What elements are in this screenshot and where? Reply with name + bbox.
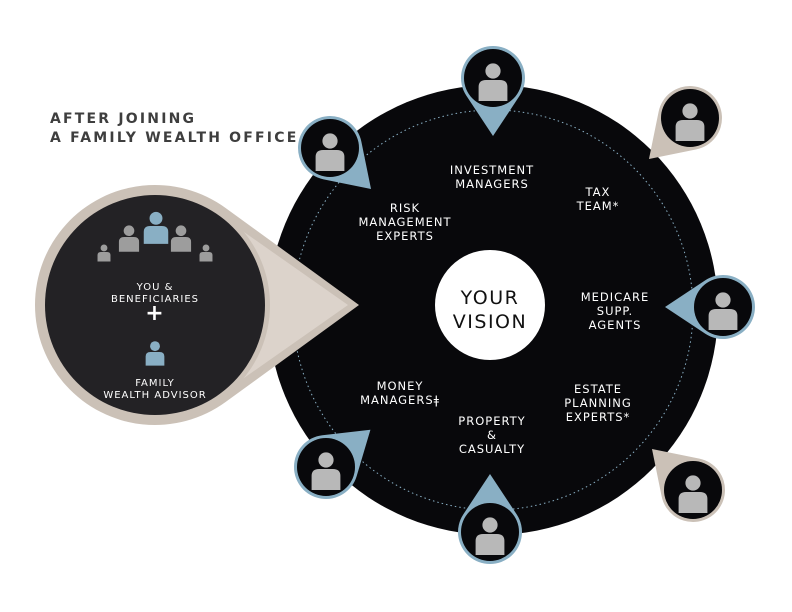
label-line: INVESTMENT <box>449 163 535 177</box>
your-vision-label: YOUR VISION <box>453 286 527 334</box>
label-line: MONEY <box>376 379 424 393</box>
page-title: AFTER JOINING A FAMILY WEALTH OFFICE <box>50 110 298 148</box>
label-line: & <box>487 428 497 442</box>
specialist-pin <box>665 275 755 339</box>
person-icon <box>315 133 345 171</box>
investment-managers-label: INVESTMENT MANAGERS <box>450 163 534 191</box>
label-line: MANAGERS <box>455 177 529 191</box>
advisor-line-1: FAMILY <box>135 378 175 389</box>
specialist-pin <box>461 46 525 136</box>
label-line: TEAM* <box>576 199 620 213</box>
person-icon <box>708 292 738 330</box>
label-line: CASUALTY <box>458 442 526 456</box>
specialist-pin <box>294 429 371 499</box>
client-circle <box>45 195 265 415</box>
beneficiary-icon <box>118 225 140 252</box>
estate-planning-experts-label: ESTATE PLANNING EXPERTS* <box>564 382 632 424</box>
vision-line-1: YOUR <box>460 287 520 309</box>
family-wealth-advisor-label: FAMILY WEALTH ADVISOR <box>103 378 206 402</box>
beneficiary-icon <box>170 225 192 252</box>
specialist-pins <box>294 46 755 564</box>
group-line-2: BENEFICIARIES <box>110 294 200 305</box>
person-icon <box>475 517 505 555</box>
label-line: MANAGEMENT <box>358 215 452 229</box>
specialist-pin <box>298 116 372 190</box>
specialist-pin <box>458 474 522 564</box>
title-line-1: AFTER JOINING <box>50 111 197 127</box>
you-beneficiaries-label: YOU & BENEFICIARIES <box>111 282 199 306</box>
label-line: RISK <box>389 201 421 215</box>
specialist-pin <box>651 448 725 522</box>
title-line-2: A FAMILY WEALTH OFFICE <box>50 130 299 146</box>
person-icon <box>678 475 708 513</box>
client-pin <box>35 185 360 425</box>
person-icon <box>675 103 705 141</box>
group-line-1: YOU & <box>136 282 174 293</box>
vision-line-2: VISION <box>452 311 528 333</box>
you-person-icon <box>143 211 169 244</box>
person-icon <box>478 63 508 101</box>
money-managers-label: MONEY MANAGERSǂ <box>360 379 440 407</box>
label-line: TAX <box>585 185 611 199</box>
property-casualty-label: PROPERTY & CASUALTY <box>458 414 525 456</box>
label-line: SUPP. <box>596 304 634 318</box>
beneficiary-icon <box>199 244 213 262</box>
label-line: PROPERTY <box>458 414 526 428</box>
label-line: EXPERTS <box>376 229 434 243</box>
specialist-pin <box>648 86 722 160</box>
label-line: AGENTS <box>588 318 642 332</box>
label-line: MANAGERSǂ <box>360 393 440 407</box>
advisor-line-2: WEALTH ADVISOR <box>103 390 207 401</box>
label-line: ESTATE <box>574 382 622 396</box>
beneficiary-icon <box>97 244 111 262</box>
center-circle <box>435 250 545 360</box>
plus-icon: + <box>145 301 165 326</box>
tax-team-label: TAX TEAM* <box>577 185 620 213</box>
label-line: PLANNING <box>564 396 632 410</box>
risk-management-experts-label: RISK MANAGEMENT EXPERTS <box>358 201 451 243</box>
label-line: EXPERTS* <box>565 410 631 424</box>
label-line: MEDICARE <box>580 290 650 304</box>
person-icon <box>311 452 341 490</box>
medicare-supp-agents-label: MEDICARE SUPP. AGENTS <box>581 290 650 332</box>
advisor-person-icon <box>145 341 165 366</box>
